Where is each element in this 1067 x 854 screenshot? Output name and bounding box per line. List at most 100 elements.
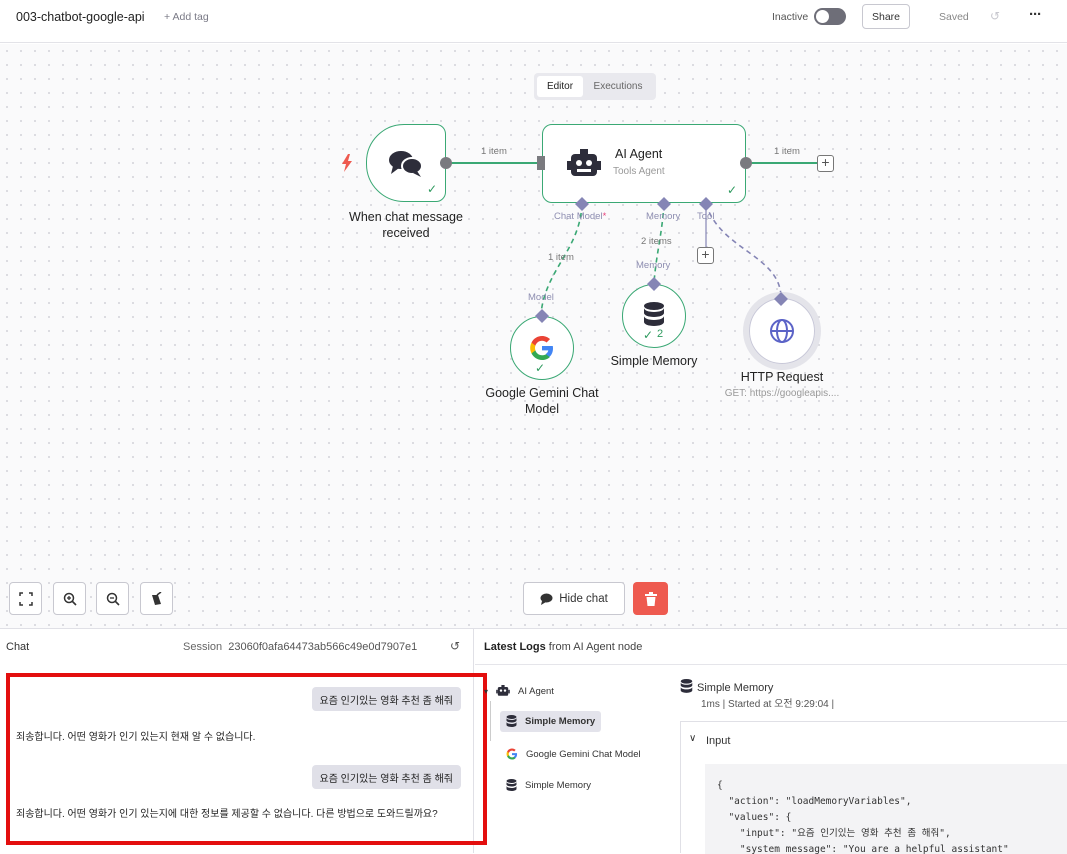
tool-port-label: Tool bbox=[697, 211, 715, 222]
chat-bubbles-icon bbox=[389, 151, 423, 177]
bot-message: 죄송합니다. 어떤 영화가 인기 있는지에 대한 정보를 제공할 수 없습니다.… bbox=[16, 809, 438, 820]
google-icon bbox=[506, 748, 518, 760]
code-line: "values": { bbox=[717, 812, 792, 823]
agent-output-port[interactable] bbox=[739, 156, 753, 170]
log-detail-title: Simple Memory bbox=[680, 679, 773, 694]
input-section: ∨ Input { "action": "loadMemoryVariables… bbox=[680, 721, 1067, 854]
trigger-node[interactable]: ✓ bbox=[366, 124, 446, 202]
log-tree-label: Simple Memory bbox=[525, 780, 591, 791]
memory-connection-count: 2 items bbox=[641, 236, 672, 247]
log-tree-simple-memory-selected[interactable]: Simple Memory bbox=[500, 711, 602, 732]
ai-agent-node[interactable]: AI Agent Tools Agent ✓ bbox=[542, 124, 746, 203]
chat-title: Chat bbox=[6, 641, 30, 653]
input-json-code: { "action": "loadMemoryVariables", "valu… bbox=[705, 764, 1067, 854]
lightning-icon bbox=[342, 154, 352, 172]
log-tree-gemini[interactable]: Google Gemini Chat Model bbox=[506, 748, 641, 760]
chat-model-port-label: Chat Model* bbox=[554, 211, 606, 222]
broom-icon bbox=[151, 591, 161, 605]
robot-icon bbox=[496, 685, 510, 696]
success-check-icon: ✓ bbox=[727, 183, 738, 197]
workflow-name[interactable]: 003-chatbot-google-api bbox=[16, 10, 145, 24]
database-icon bbox=[644, 302, 664, 326]
trigger-node-title: When chat message received bbox=[349, 210, 463, 240]
log-tree-label: Simple Memory bbox=[525, 716, 596, 727]
trash-icon bbox=[644, 591, 657, 606]
tool-port[interactable] bbox=[699, 197, 713, 211]
memory-input-label: Memory bbox=[636, 260, 671, 271]
log-detail-meta: 1ms | Started at 오전 9:29:04 | bbox=[701, 699, 835, 710]
zoom-in-icon bbox=[63, 592, 77, 606]
memory-node-title: Simple Memory bbox=[610, 354, 698, 368]
gemini-port[interactable] bbox=[535, 309, 549, 323]
database-icon bbox=[506, 715, 517, 727]
code-line: "system_message": "You are a helpful ass… bbox=[717, 844, 1009, 854]
zoom-out-icon bbox=[106, 592, 120, 606]
ai-agent-subtitle: Tools Agent bbox=[613, 166, 665, 177]
collapse-caret-icon[interactable]: ▾ bbox=[484, 686, 489, 696]
code-line: { bbox=[717, 780, 723, 791]
history-icon[interactable]: ↺ bbox=[990, 9, 1001, 23]
tree-guide-line bbox=[490, 701, 491, 741]
log-tree-simple-memory[interactable]: Simple Memory bbox=[506, 779, 591, 792]
hide-chat-button[interactable]: Hide chat bbox=[523, 582, 625, 615]
google-icon bbox=[530, 336, 553, 360]
tab-executions[interactable]: Executions bbox=[593, 81, 643, 92]
add-node-plus-icon[interactable]: + bbox=[817, 155, 834, 172]
top-bar: 003-chatbot-google-api + Add tag Inactiv… bbox=[0, 0, 1067, 43]
agent-out-count: 1 item bbox=[774, 146, 800, 157]
chat-panel: Chat Session 23060f0afa64473ab566c49e0d7… bbox=[0, 629, 474, 853]
logs-divider bbox=[475, 664, 1067, 665]
zoom-out-button[interactable] bbox=[96, 582, 129, 615]
chat-model-port[interactable] bbox=[575, 197, 589, 211]
required-marker: * bbox=[602, 211, 607, 222]
active-status-label: Inactive bbox=[772, 11, 809, 23]
chevron-down-icon[interactable]: ∨ bbox=[689, 733, 697, 744]
hide-chat-label: Hide chat bbox=[559, 592, 608, 605]
logs-panel: Latest Logs from AI Agent node ▾ AI Agen… bbox=[475, 629, 1067, 854]
share-button[interactable]: Share bbox=[862, 4, 910, 29]
fit-view-button[interactable] bbox=[9, 582, 42, 615]
gemini-node-title: Google Gemini Chat Model bbox=[485, 386, 599, 416]
fit-view-icon bbox=[18, 591, 33, 606]
trigger-agent-count: 1 item bbox=[481, 146, 507, 157]
chat-model-port-text: Chat Model bbox=[554, 211, 603, 222]
user-message: 요즘 인기있는 영화 추천 좀 해줘 bbox=[311, 765, 461, 789]
database-icon bbox=[680, 679, 693, 693]
more-options-icon[interactable]: ··· bbox=[1029, 6, 1042, 23]
logs-title-rest: from AI Agent node bbox=[545, 641, 643, 653]
success-check-icon: ✓ bbox=[643, 328, 654, 342]
database-icon bbox=[506, 779, 517, 791]
trigger-output-port[interactable] bbox=[439, 156, 453, 170]
logs-title: Latest Logs from AI Agent node bbox=[484, 641, 642, 653]
memory-run-count: 2 bbox=[657, 328, 664, 340]
add-tool-plus-icon[interactable]: + bbox=[697, 247, 714, 264]
log-tree-label: AI Agent bbox=[518, 685, 554, 697]
reset-session-icon[interactable]: ↺ bbox=[450, 639, 461, 653]
logs-title-bold: Latest Logs bbox=[484, 641, 546, 653]
simple-memory-node[interactable]: ✓ 2 bbox=[622, 284, 686, 348]
view-tabs: Editor Executions bbox=[534, 73, 656, 100]
delete-execution-button[interactable] bbox=[633, 582, 668, 615]
input-section-label[interactable]: Input bbox=[706, 735, 731, 747]
tidy-up-button[interactable] bbox=[140, 582, 173, 615]
model-connection-count: 1 item bbox=[548, 252, 574, 263]
add-tag-button[interactable]: + Add tag bbox=[164, 11, 209, 23]
robot-icon bbox=[567, 149, 601, 176]
active-toggle[interactable] bbox=[814, 8, 846, 25]
success-check-icon: ✓ bbox=[427, 182, 438, 196]
memory-port[interactable] bbox=[657, 197, 671, 211]
http-node-subtitle: GET: https://googleapis.... bbox=[724, 388, 840, 399]
bottom-panel: Chat Session 23060f0afa64473ab566c49e0d7… bbox=[0, 628, 1067, 854]
zoom-in-button[interactable] bbox=[53, 582, 86, 615]
log-tree-ai-agent[interactable]: ▾ AI Agent bbox=[484, 685, 554, 697]
tab-editor[interactable]: Editor bbox=[537, 76, 583, 97]
memory-input-port[interactable] bbox=[647, 277, 661, 291]
chat-bubble-icon bbox=[540, 593, 553, 605]
http-input-port[interactable] bbox=[774, 292, 788, 306]
log-detail-title-text: Simple Memory bbox=[697, 682, 774, 694]
session-id[interactable]: 23060f0afa64473ab566c49e0d7907e1 bbox=[228, 641, 418, 653]
toggle-knob bbox=[816, 10, 829, 23]
session-label: Session bbox=[183, 641, 223, 653]
agent-input-port[interactable] bbox=[537, 156, 547, 170]
gemini-node[interactable]: ✓ bbox=[510, 316, 574, 380]
